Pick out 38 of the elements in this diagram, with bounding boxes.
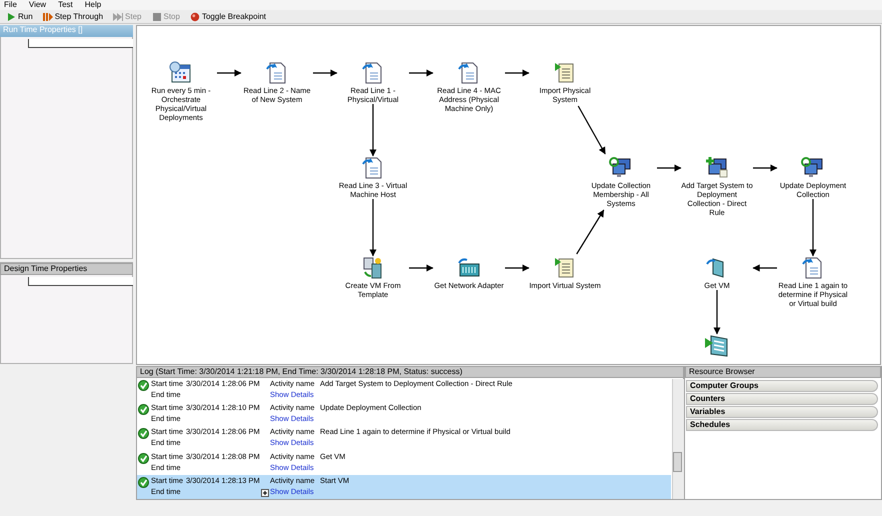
toolbar-button: Stop xyxy=(150,10,182,23)
arrow xyxy=(809,199,817,256)
category-header: Counters xyxy=(686,393,878,405)
activity-node xyxy=(337,156,409,199)
activity-node xyxy=(241,61,313,104)
arrow xyxy=(578,106,606,154)
menu-item: View xyxy=(28,0,46,10)
category-header: Computer Groups xyxy=(686,380,878,392)
panel-header: Resource Browser xyxy=(685,366,881,378)
category-header: Variables xyxy=(686,406,878,418)
activity-node xyxy=(529,256,601,290)
arrow xyxy=(505,69,530,77)
arrow xyxy=(369,104,377,156)
menu-item: Help xyxy=(84,0,102,10)
toolbar-button: Toggle Breakpoint xyxy=(188,10,268,23)
panel-header: Design Time Properties xyxy=(0,263,133,275)
activity-node xyxy=(777,256,849,308)
menu-item: Test xyxy=(58,0,73,10)
arrow xyxy=(369,199,377,256)
toolbar-button: Step xyxy=(111,10,144,23)
arrow xyxy=(576,210,604,254)
arrow xyxy=(217,69,242,77)
arrow xyxy=(713,290,721,334)
arrow xyxy=(313,69,338,77)
category-header: Schedules xyxy=(686,419,878,431)
toolbar-button: Step Through xyxy=(40,10,106,23)
arrow xyxy=(657,164,682,172)
arrow xyxy=(409,69,434,77)
arrow xyxy=(505,264,530,272)
arrow xyxy=(753,164,778,172)
activity-node xyxy=(681,156,753,217)
activity-node xyxy=(433,256,505,290)
menu-item: File xyxy=(4,0,17,10)
toolbar-button: Run xyxy=(4,10,35,23)
panel-header: Run Time Properties [] xyxy=(0,25,133,37)
arrow xyxy=(752,264,777,272)
panel-header: Log (Start Time: 3/30/2014 1:21:18 PM, End Time: 3/30/2014 1:28:18 PM, Status: success) xyxy=(136,366,684,378)
arrow xyxy=(409,264,434,272)
